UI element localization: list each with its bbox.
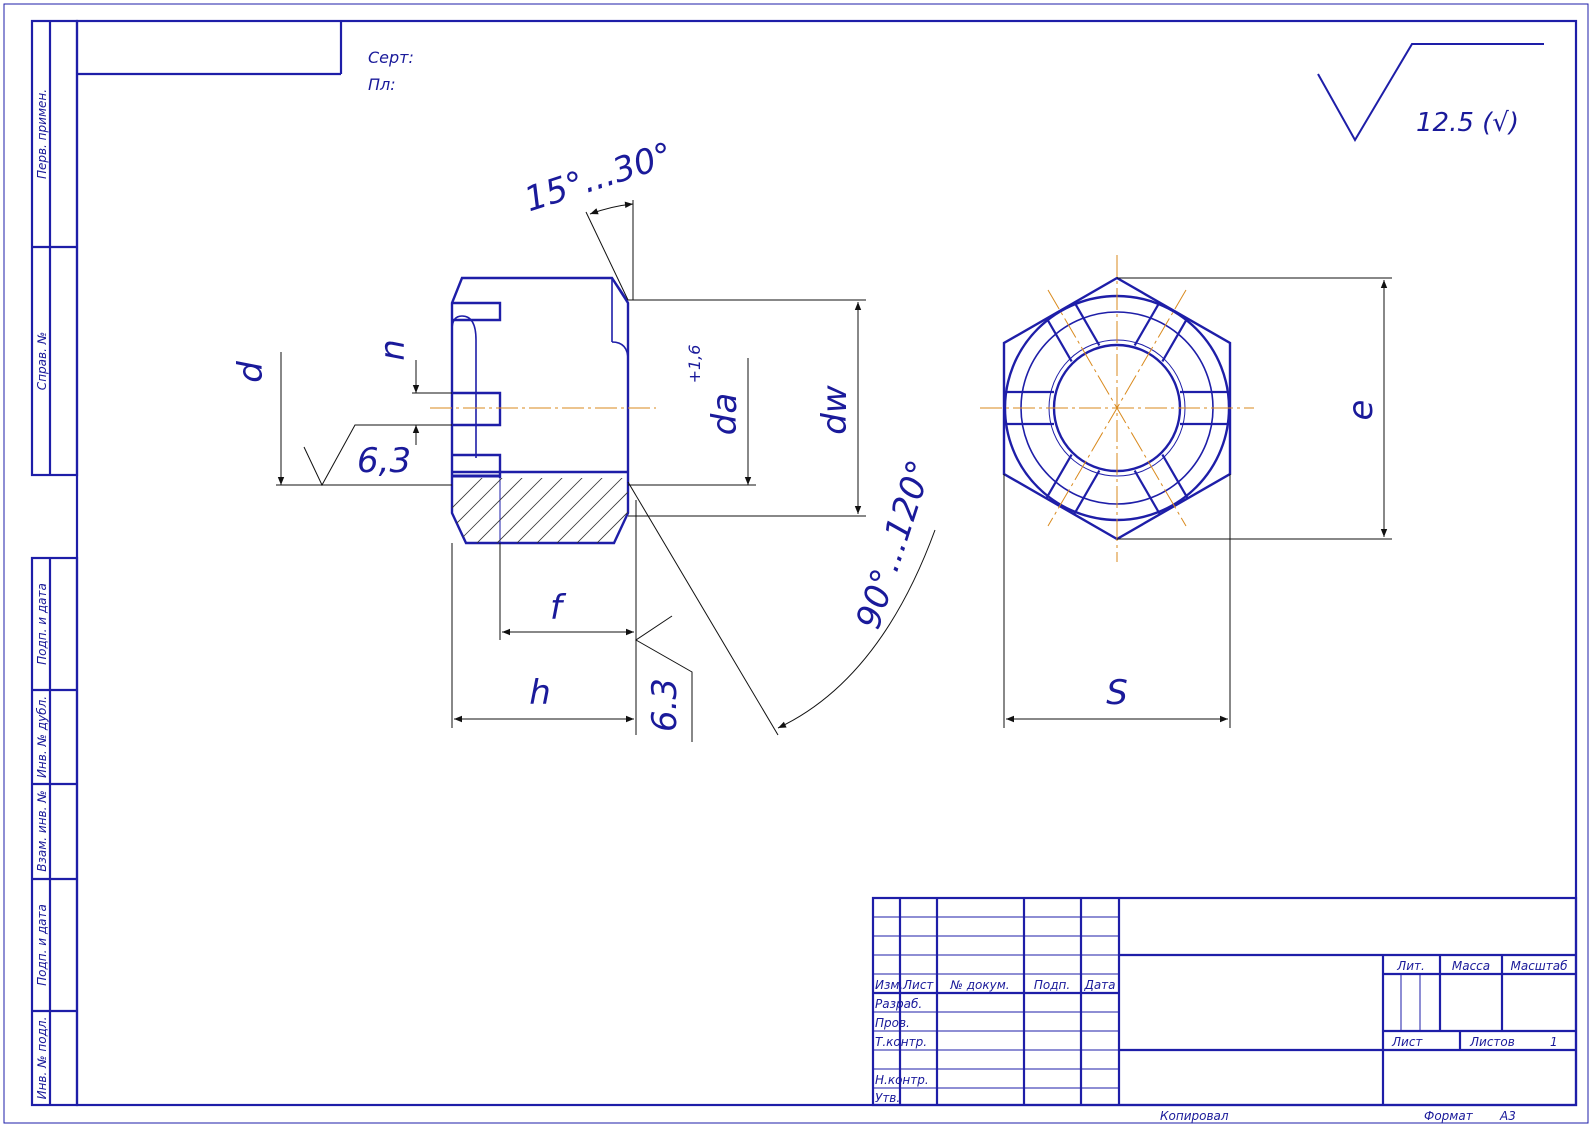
dim-da (628, 358, 756, 486)
side-label-podp-data-1: Подп. и дата (35, 583, 49, 665)
dim-dw (628, 299, 866, 517)
dim-cone-angle (627, 481, 936, 736)
tb-row-prov: Пров. (875, 1016, 910, 1030)
tb-row-nkontr: Н.контр. (875, 1073, 929, 1087)
dim-f (499, 500, 637, 735)
side-label-inv-dubl: Инв. № дубл. (35, 696, 49, 778)
left-side-columns (30, 19, 79, 1107)
dim-s (1003, 474, 1231, 728)
side-label-perv-primen: Перв. примен. (35, 89, 49, 179)
tb-row-utv: Утв. (875, 1091, 900, 1105)
footer-format-label: Формат (1424, 1109, 1474, 1123)
dim-n-label: n (373, 339, 413, 361)
dim-h (451, 543, 634, 728)
dim-s-label: S (1106, 673, 1128, 713)
sheet-border (3, 3, 1589, 1124)
pl-label: Пл: (368, 75, 396, 94)
side-label-vzam-inv: Взам. инв. № (35, 790, 49, 871)
roughness-left-value: 6,3 (357, 441, 411, 481)
tb-row-razrab: Разраб. (875, 997, 922, 1011)
dim-chamfer-angle (585, 200, 634, 301)
roughness-face-value: 6.3 (645, 678, 685, 732)
dim-e (1117, 277, 1392, 540)
side-label-podp-data-2: Подп. и дата (35, 904, 49, 986)
roughness-left-sign (303, 424, 420, 487)
dim-h-label: h (529, 673, 551, 713)
tb-row-tkontr: Т.контр. (875, 1035, 927, 1049)
side-label-sprav: Справ. № (35, 332, 49, 390)
dim-da-tolerance: +1,6 (685, 345, 704, 384)
footer-copied: Копировал (1160, 1109, 1229, 1123)
tb-header-podp: Подп. (1034, 978, 1070, 992)
general-roughness-sign (1317, 43, 1544, 143)
dim-dw-label: dw (815, 385, 855, 435)
dim-f-label: f (550, 588, 567, 628)
tb-mass: Масса (1452, 959, 1490, 973)
drawing-frame (75, 19, 1578, 1107)
tb-sheet: Лист (1391, 1035, 1423, 1049)
dim-n (412, 360, 452, 445)
side-label-inv-podl: Инв. № подл. (35, 1017, 49, 1100)
dim-chamfer-angle-label: 15°...30° (520, 135, 678, 220)
tb-lit: Лит. (1396, 959, 1425, 973)
tb-header-izm: Изм. (875, 978, 903, 992)
nut-side-view (450, 276, 630, 545)
dim-d-label: d (231, 361, 271, 383)
dim-da-label: da (705, 393, 745, 435)
front-view-axes (980, 255, 1254, 562)
tb-sheets-count: 1 (1550, 1035, 1558, 1049)
roughness-face-sign (635, 615, 693, 742)
dim-e-label: e (1341, 400, 1381, 421)
tb-sheets: Листов (1469, 1035, 1515, 1049)
general-roughness-value: 12.5 (√) (1416, 108, 1519, 138)
tb-header-dokum: № докум. (949, 978, 1009, 992)
tb-header-list: Лист (902, 978, 934, 992)
dim-d (276, 352, 452, 486)
title-block (871, 896, 1578, 1107)
tb-scale: Масштаб (1510, 959, 1568, 973)
footer-format-value: А3 (1499, 1109, 1516, 1123)
section-hatching (452, 478, 628, 543)
tb-header-data: Дата (1083, 978, 1115, 992)
dim-cone-angle-label: 90°...120° (849, 455, 941, 633)
sert-label: Серт: (368, 48, 414, 67)
top-left-field (77, 21, 343, 76)
